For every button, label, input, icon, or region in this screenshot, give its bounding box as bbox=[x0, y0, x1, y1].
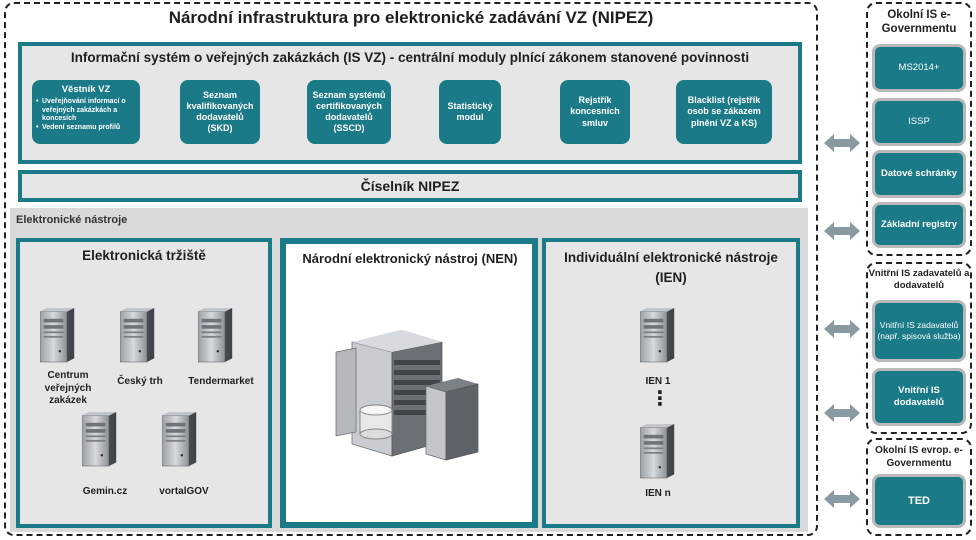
server-icon bbox=[120, 306, 156, 364]
double-arrow-icon bbox=[824, 404, 860, 422]
server-label-vortalgov: vortalGOV bbox=[159, 486, 209, 497]
blacklist-module: Blacklist (rejstřík osob se zákazem plně… bbox=[676, 80, 772, 144]
server-label-tendermarket: Tendermarket bbox=[188, 376, 254, 387]
zakladni-registry-item: Základní registry bbox=[872, 202, 966, 248]
statisticky-modul: Statistický modul bbox=[439, 80, 501, 144]
server-icon bbox=[640, 422, 676, 480]
server-icon bbox=[198, 306, 234, 364]
server-label-gemin: Gemin.cz bbox=[82, 486, 128, 497]
sscd-module: Seznam systémů certifikovaných dodavatel… bbox=[307, 80, 391, 144]
vestnik-title: Věstník VZ bbox=[61, 84, 111, 95]
datove-schranky-item: Datové schránky bbox=[872, 150, 966, 198]
double-arrow-icon bbox=[824, 222, 860, 240]
electronic-tools-label: Elektronické nástroje bbox=[16, 214, 128, 226]
okolni-is-title: Okolní IS e-Governmentu bbox=[881, 9, 957, 36]
evrop-is-panel bbox=[866, 438, 972, 536]
vnitrni-is-title: Vnitřní IS zadavatelů a dodavatelů bbox=[868, 268, 970, 292]
server-icon bbox=[40, 306, 76, 364]
ted-item: TED bbox=[872, 474, 966, 528]
trziste-title: Elektronická tržiště bbox=[82, 248, 206, 263]
vestnik-bullet-2: Vedení seznamu profilů bbox=[36, 124, 136, 133]
vestnik-vz-module: Věstník VZ Uveřejňování informací o veře… bbox=[32, 80, 140, 144]
vnitrni-is-dodavatelu-item: Vnitřní IS dodavatelů bbox=[872, 368, 966, 426]
main-title: Národní infrastruktura pro elektronické … bbox=[168, 8, 654, 27]
isvz-box bbox=[18, 42, 802, 164]
nen-title: Národní elektronický nástroj (NEN) bbox=[302, 251, 518, 266]
server-label-ien-1: IEN 1 bbox=[645, 376, 671, 387]
server-cluster-icon bbox=[335, 330, 479, 461]
server-icon bbox=[82, 410, 118, 468]
ien-title: Individuální elektronické nástroje (IEN) bbox=[564, 250, 778, 285]
issp-item: ISSP bbox=[872, 98, 966, 146]
double-arrow-icon bbox=[824, 320, 860, 338]
ien-box bbox=[542, 238, 800, 528]
vnitrni-is-zadavatelu-item: Vnitřní IS zadavatelů (např. spisová slu… bbox=[872, 300, 966, 362]
server-icon bbox=[640, 306, 676, 364]
nipez-container bbox=[4, 2, 818, 536]
server-label-cvz: Centrum veřejných zakázek bbox=[44, 370, 92, 406]
trziste-box bbox=[16, 238, 272, 528]
vnitrni-is-panel bbox=[866, 262, 972, 434]
ciselnik-box: Číselník NIPEZ bbox=[18, 170, 802, 202]
okolni-is-panel bbox=[866, 2, 972, 256]
vestnik-bullet-1: Uveřejňování informací o veřejných zakáz… bbox=[36, 98, 136, 124]
ellipsis-dots: ⋮ bbox=[650, 388, 670, 410]
server-label-cesky-trh: Český trh bbox=[117, 376, 163, 387]
double-arrow-icon bbox=[824, 134, 860, 152]
double-arrow-icon bbox=[824, 490, 860, 508]
ms2014-item: MS2014+ bbox=[872, 44, 966, 92]
server-icon bbox=[162, 410, 198, 468]
rejstrik-module: Rejstřík koncesních smluv bbox=[560, 80, 630, 144]
isvz-title: Informační systém o veřejných zakázkách … bbox=[70, 50, 750, 65]
server-label-ien-n: IEN n bbox=[645, 488, 671, 499]
evrop-is-title: Okolní IS evrop. e-Governmentu bbox=[875, 445, 963, 469]
ciselnik-label: Číselník NIPEZ bbox=[360, 178, 460, 194]
skd-module: Seznam kvalifikovaných dodavatelů (SKD) bbox=[180, 80, 260, 144]
